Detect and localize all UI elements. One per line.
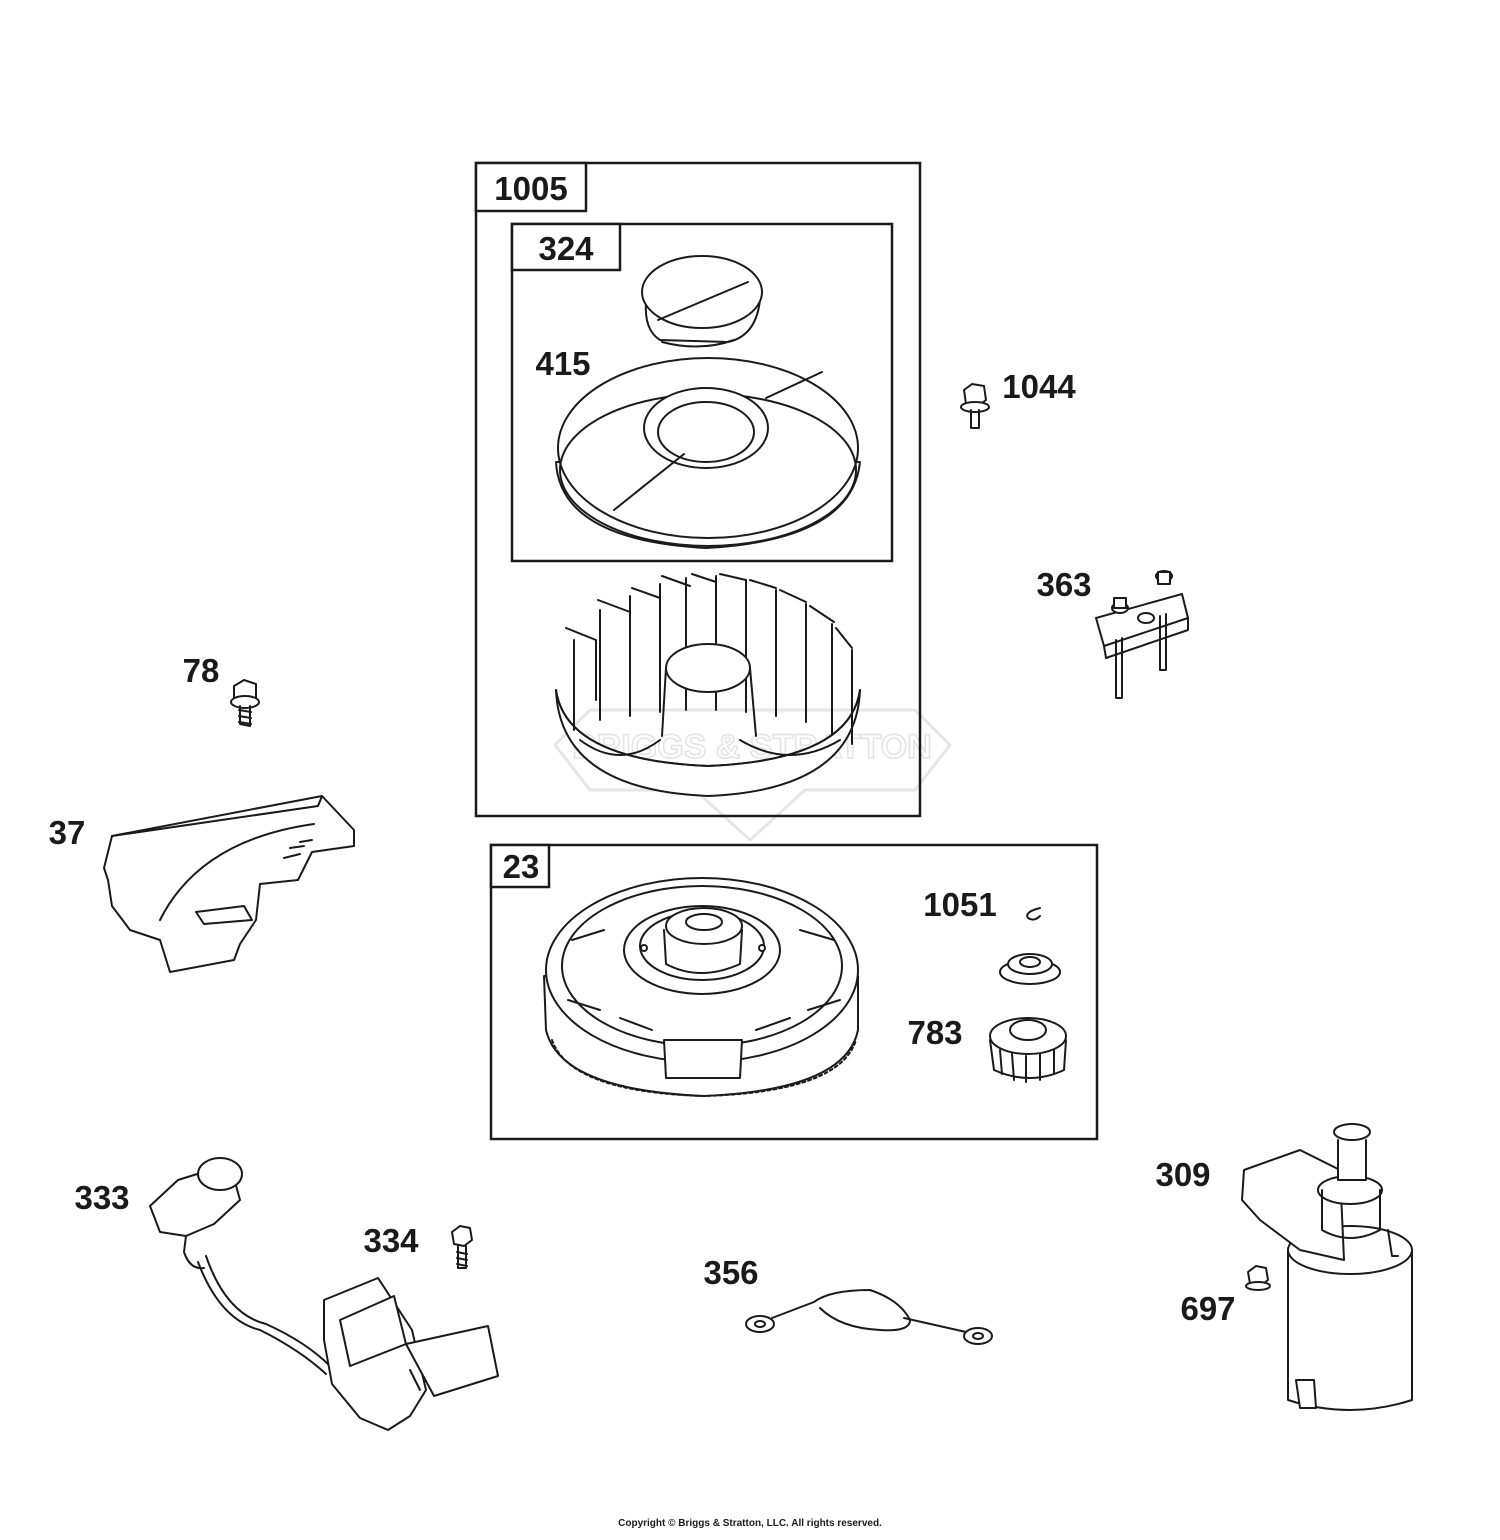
screw-334[interactable] (451, 1225, 473, 1269)
callout-334: 334 (363, 1222, 419, 1259)
retaining-ring-1051[interactable] (1026, 907, 1041, 921)
ground-wire-356[interactable] (745, 1289, 993, 1345)
callout-1044: 1044 (1002, 368, 1076, 405)
bolt-1044[interactable] (960, 383, 990, 429)
callout-697: 697 (1180, 1290, 1235, 1327)
rotating-screen-cap[interactable] (641, 255, 763, 348)
callout-23: 23 (503, 848, 540, 885)
washer[interactable] (999, 953, 1061, 985)
bolt-78[interactable] (230, 679, 260, 727)
callout-333: 333 (74, 1179, 129, 1216)
flywheel-fan[interactable] (555, 573, 861, 797)
screw-697[interactable] (1245, 1265, 1271, 1291)
group-box-324 (510, 222, 894, 563)
flywheel-23[interactable] (543, 877, 859, 1097)
bracket-363[interactable] (1095, 570, 1189, 699)
group-box-23 (489, 843, 1099, 1141)
fan-retainer[interactable] (555, 357, 861, 549)
copyright-notice: Copyright © Briggs & Stratton, LLC. All … (618, 1518, 882, 1529)
air-guide-37[interactable] (103, 795, 355, 973)
callout-1005: 1005 (494, 170, 567, 207)
callout-356: 356 (703, 1254, 758, 1291)
spark-plug-boot-333[interactable] (149, 1157, 331, 1375)
starter-309[interactable] (1241, 1123, 1413, 1411)
armature-coil[interactable] (323, 1277, 499, 1431)
callout-363: 363 (1036, 566, 1091, 603)
callout-324: 324 (538, 230, 594, 267)
callout-1051: 1051 (923, 886, 996, 923)
callout-37: 37 (49, 814, 86, 851)
callout-783: 783 (907, 1014, 962, 1051)
gear-783[interactable] (989, 1017, 1067, 1083)
callout-78: 78 (183, 652, 220, 689)
group-box-1005 (474, 161, 922, 818)
callout-415: 415 (535, 345, 590, 382)
callout-309: 309 (1155, 1156, 1210, 1193)
